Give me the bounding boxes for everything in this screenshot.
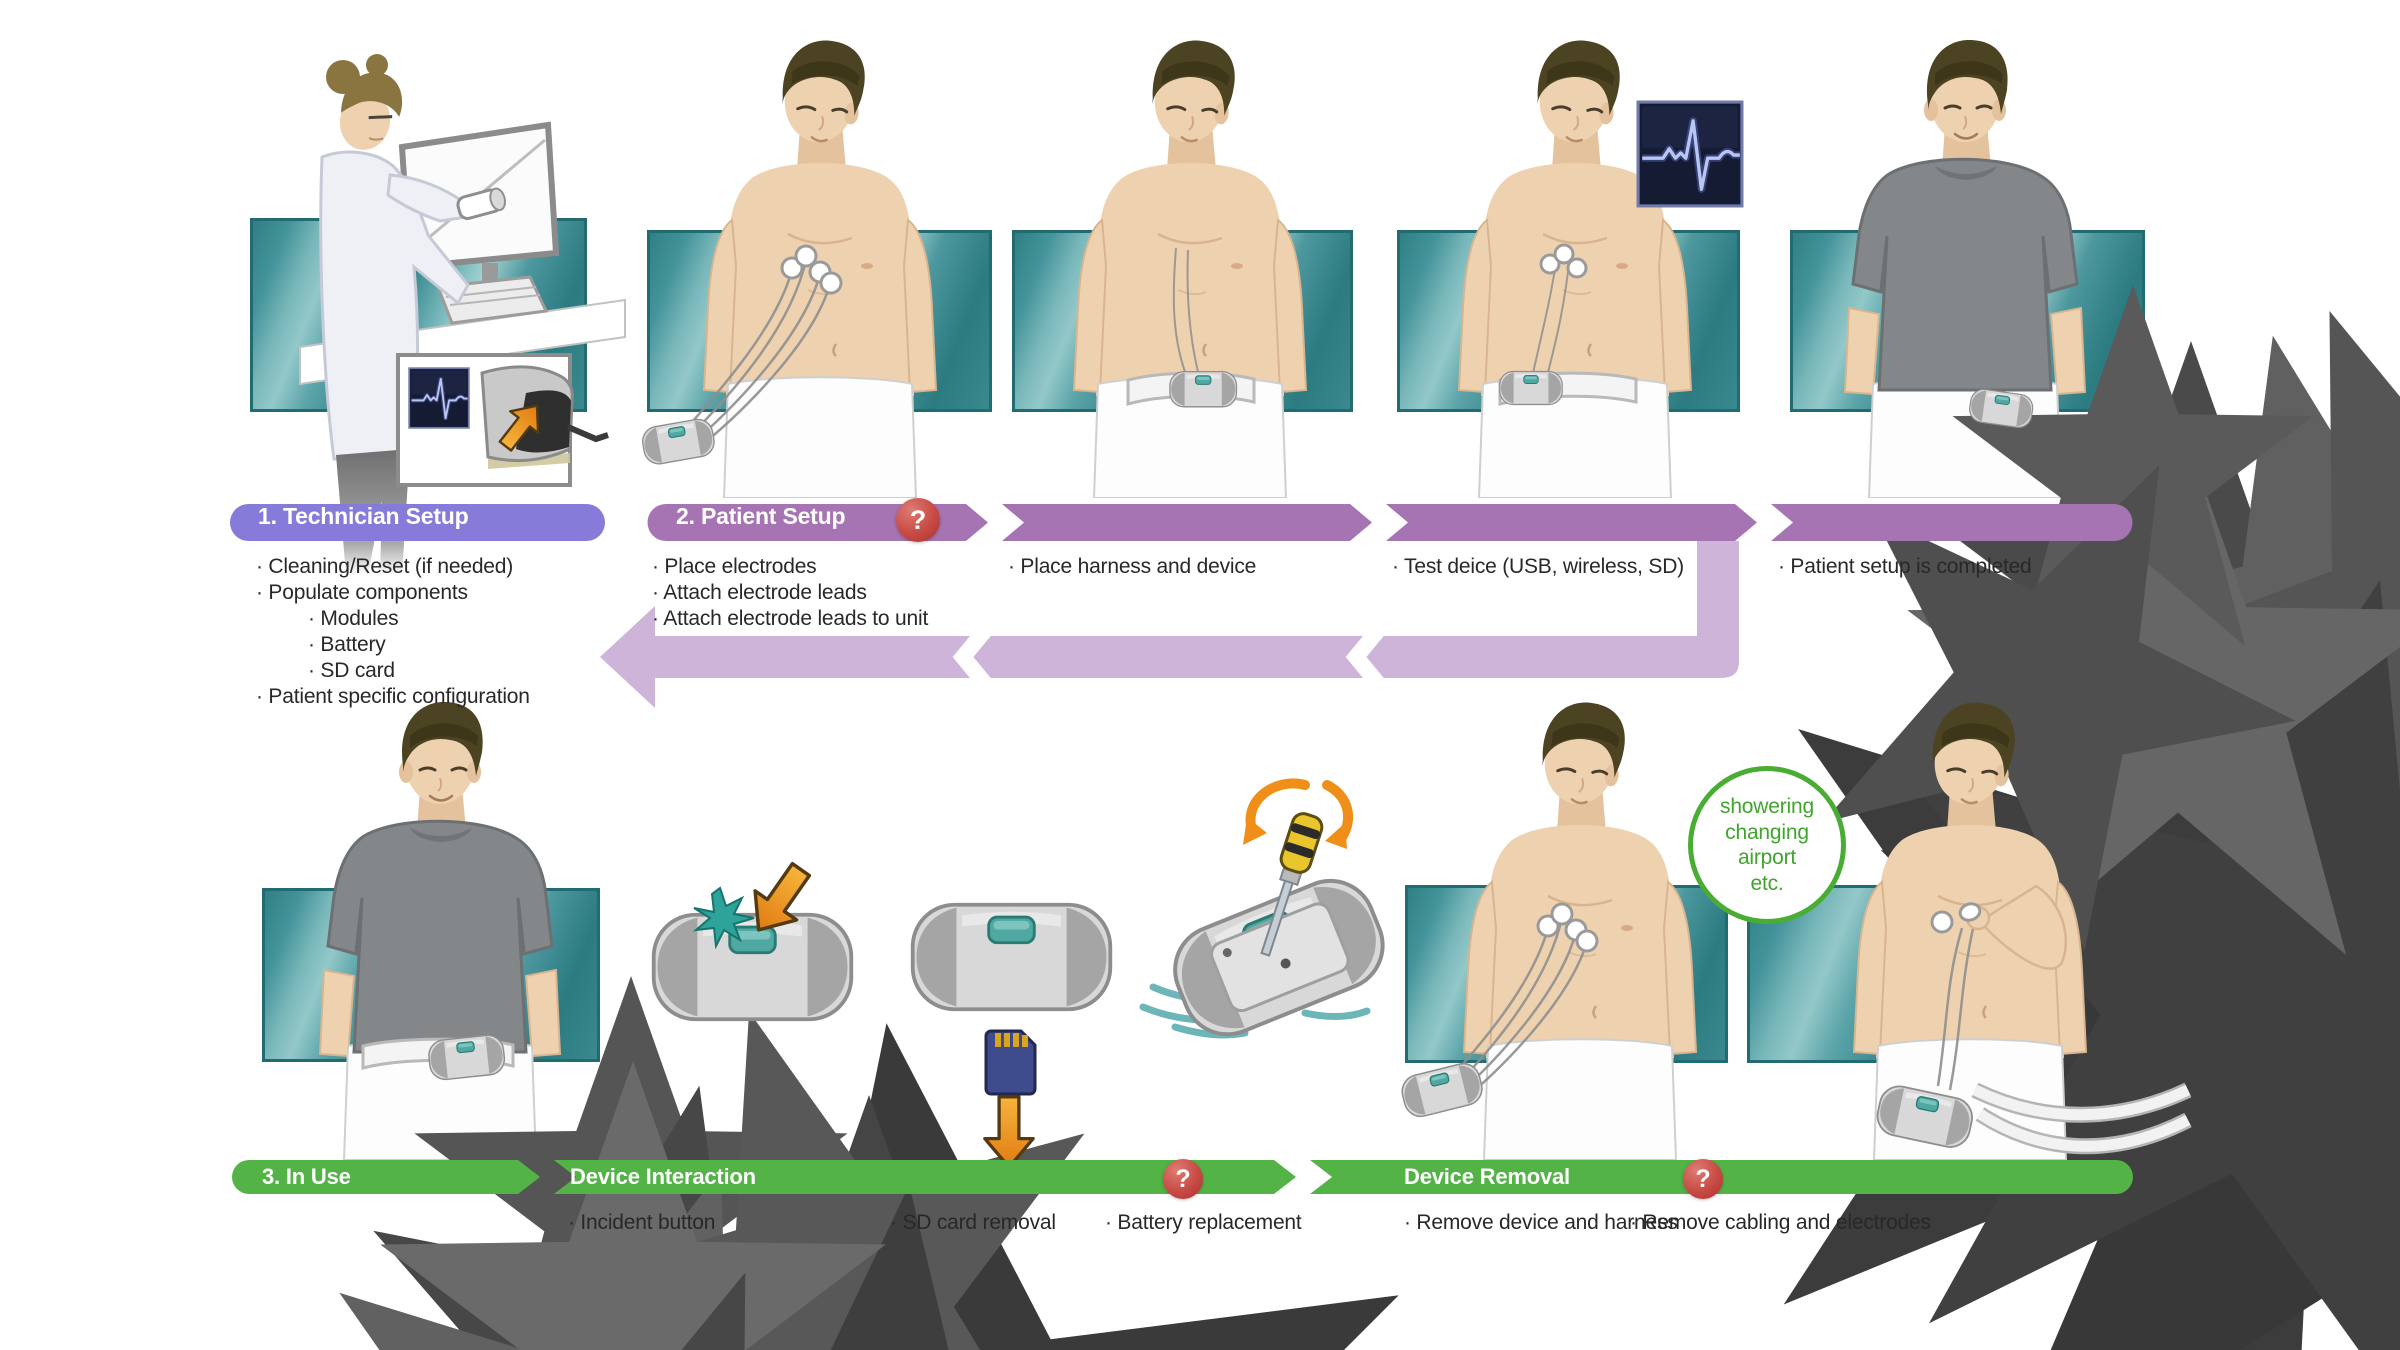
recorder-device	[910, 902, 1113, 1012]
setup-complete-bullet: · Patient setup is completed	[1778, 554, 2032, 580]
patient-setup-bullets: · Place electrodes · Attach electrode le…	[652, 554, 928, 632]
raised-arm	[1978, 884, 2067, 970]
flow-step-device-interaction	[554, 1160, 1296, 1194]
bullet-item: · SD card	[308, 659, 395, 682]
device-removal-label: Device Removal	[1404, 1164, 1570, 1189]
patient-complete-illustration	[1775, 38, 2155, 498]
technician-setup-label: 1. Technician Setup	[258, 503, 469, 529]
exception-line: showering	[1720, 795, 1814, 818]
bullet-item: · SD card removal	[890, 1211, 1056, 1234]
bullet-item: · Remove cabling and electrodes	[1630, 1211, 1931, 1234]
in-use-illustration	[245, 700, 625, 1160]
eject-arrow-icon	[983, 1095, 1035, 1169]
bullet-item: · Patient setup is completed	[1778, 555, 2032, 578]
exception-line: airport	[1737, 846, 1797, 869]
sd-card-removal-bullet: · SD card removal	[890, 1210, 1056, 1236]
exception-line: changing	[1725, 820, 1809, 844]
return-arrow	[600, 541, 1739, 708]
in-use-label: 3. In Use	[262, 1164, 351, 1189]
patient-figure	[318, 700, 562, 1160]
bullet-item: · Place electrodes	[652, 555, 817, 578]
recorder-device-underside	[1159, 865, 1398, 1050]
recorder-device	[651, 912, 854, 1022]
recorder-device	[426, 1033, 507, 1082]
handheld-device	[456, 187, 506, 220]
electrode-leads	[1172, 247, 1201, 381]
patient-harness-illustration	[1072, 34, 1308, 498]
question-icon: ?	[896, 498, 940, 542]
recorder-device	[1499, 370, 1563, 406]
flow-step-test-device	[1386, 504, 1757, 541]
exception-line: etc.	[1750, 871, 1784, 895]
bullet-item: · Incident button	[568, 1211, 716, 1234]
electrodes	[1930, 902, 1982, 934]
flow-row-2-banner	[232, 1160, 2133, 1194]
bullet-item: · Patient specific configuration	[256, 685, 530, 708]
device-removal-illustration	[1397, 696, 1698, 1160]
flow-step-in-use	[232, 1160, 540, 1194]
device-interaction-label: Device Interaction	[570, 1164, 756, 1189]
flow-step-technician-setup	[230, 504, 605, 541]
technician-illustration	[299, 54, 626, 575]
sd-card-device-illustration	[910, 902, 1113, 1169]
recorder-device	[1397, 1059, 1487, 1121]
bullet-item: · Attach electrode leads to unit	[652, 607, 929, 630]
rotate-arrow-icon	[1243, 778, 1354, 849]
battery-replacement-bullet: · Battery replacement	[1105, 1210, 1302, 1236]
bullet-item: · Battery	[308, 633, 386, 656]
bullet-item: · Battery replacement	[1105, 1211, 1302, 1234]
ecg-waveform-icon	[409, 368, 469, 428]
bullet-item: · Populate components	[256, 581, 468, 604]
flow-step-setup-complete	[1771, 504, 2133, 541]
test-device-bullet: · Test deice (USB, wireless, SD)	[1392, 554, 1684, 580]
bullet-item: · Modules	[308, 607, 399, 630]
patient-setup-label: 2. Patient Setup	[676, 503, 846, 529]
patient-figure	[1072, 34, 1308, 498]
electrode-leads	[1936, 923, 1976, 1091]
question-icon: ?	[1163, 1159, 1203, 1199]
patient-electrodes-illustration	[639, 34, 938, 498]
bullet-item: · Place harness and device	[1008, 555, 1257, 578]
electrodes	[1539, 243, 1588, 279]
press-flash-icon	[692, 886, 755, 950]
bullet-item: · Cleaning/Reset (if needed)	[256, 555, 514, 578]
device-dock-inset	[396, 353, 609, 487]
question-icon: ?	[1683, 1159, 1723, 1199]
ecg-test-screen	[1636, 100, 1744, 208]
electrodes	[1536, 902, 1599, 953]
electrode-removal-illustration	[1852, 696, 2192, 1160]
bullet-item: · Attach electrode leads	[652, 581, 867, 604]
bullet-item: · Remove device and harness	[1404, 1211, 1678, 1234]
recorder-device	[1169, 370, 1238, 408]
ecg-waveform-icon	[1638, 102, 1742, 206]
patient-test-illustration	[1457, 34, 1693, 498]
bullet-item: · Test deice (USB, wireless, SD)	[1392, 555, 1684, 578]
incident-button-bullet: · Incident button	[568, 1210, 715, 1236]
sd-card-icon	[984, 1029, 1037, 1096]
screwdriver-icon	[1260, 812, 1324, 957]
harness-straps	[1971, 1082, 2192, 1155]
remove-device-bullet: · Remove device and harness	[1404, 1210, 1678, 1236]
flow-step-place-harness	[1002, 504, 1372, 541]
recorder-device	[639, 416, 718, 467]
technician-setup-bullets: · Cleaning/Reset (if needed) · Populate …	[256, 554, 530, 710]
battery-device-illustration	[1139, 778, 1398, 1050]
exception-circle: showering changing airport etc.	[1688, 766, 1846, 924]
incident-button-device-illustration	[651, 853, 854, 1022]
place-harness-bullet: · Place harness and device	[1008, 554, 1256, 580]
electrodes	[780, 244, 843, 295]
remove-cabling-bullet: · Remove cabling and electrodes	[1630, 1210, 1931, 1236]
flow-row-1-banner	[230, 504, 2133, 541]
